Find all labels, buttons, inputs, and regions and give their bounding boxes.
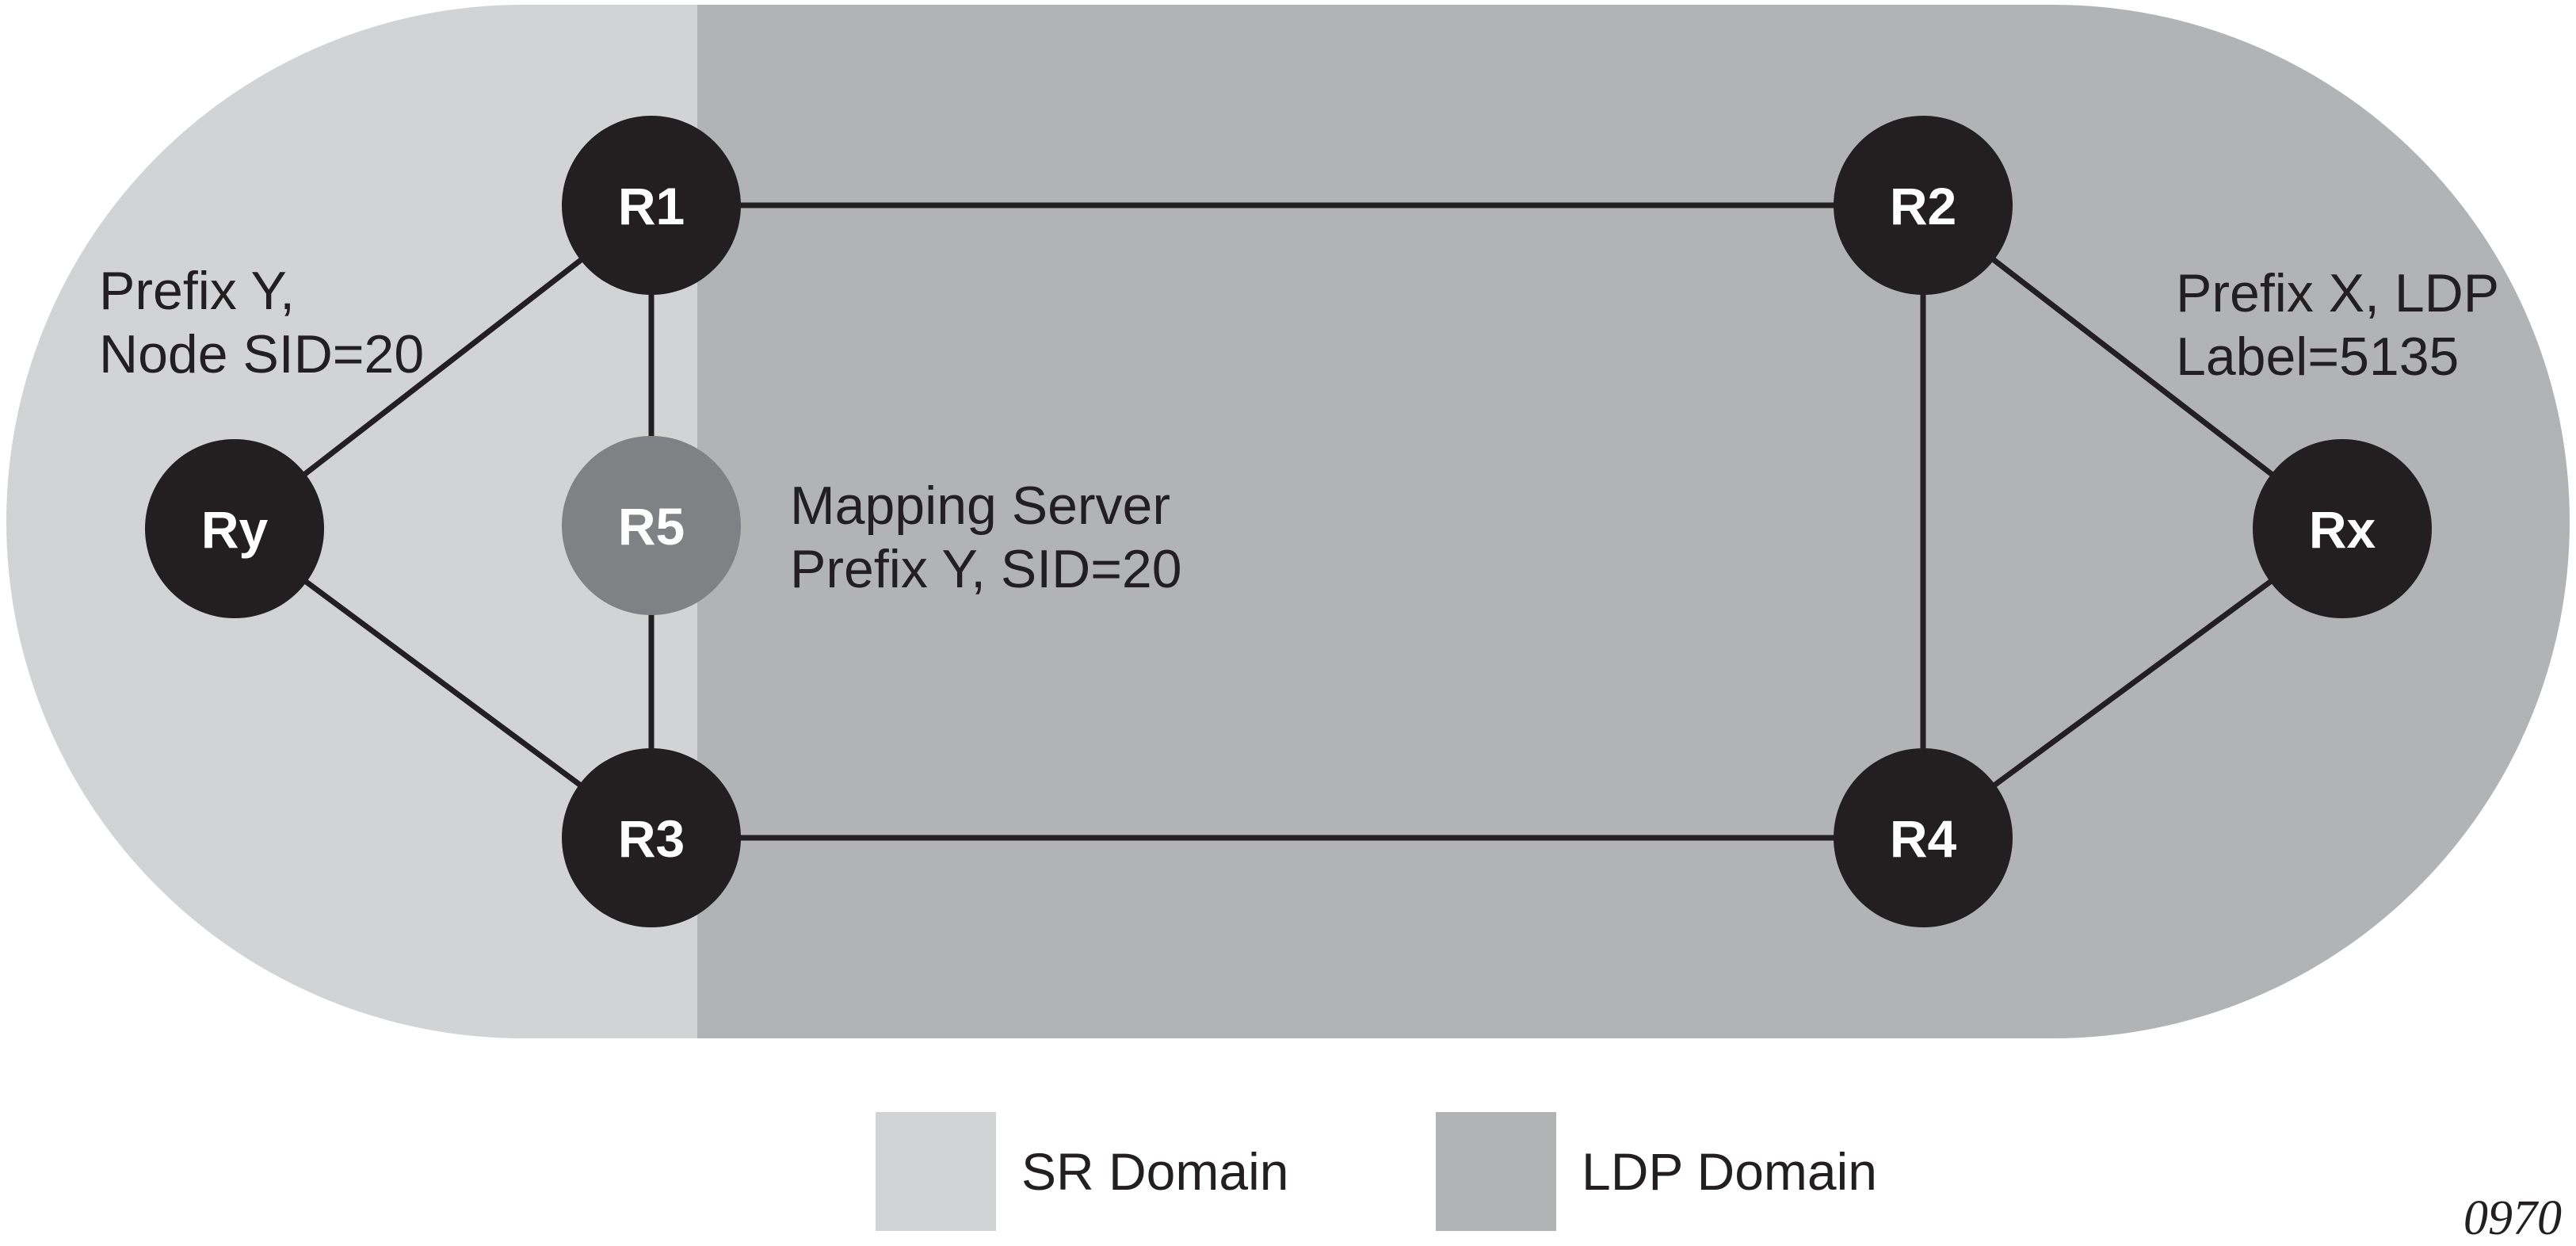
legend-item-ldp: LDP Domain <box>1436 1112 1877 1231</box>
node-circle-ry <box>145 439 324 618</box>
node-circle-r3 <box>562 748 741 927</box>
node-circle-rx <box>2253 439 2432 618</box>
prefix-x-annotation: Prefix X, LDP Label=5135 <box>2176 262 2499 388</box>
legend-item-sr: SR Domain <box>876 1112 1288 1231</box>
mapping-server-line2: Prefix Y, SID=20 <box>790 539 1182 599</box>
node-label-r5: R5 <box>618 497 685 556</box>
prefix-x-line2: Label=5135 <box>2176 327 2460 387</box>
mapping-server-annotation: Mapping Server Prefix Y, SID=20 <box>790 474 1182 601</box>
ldp-domain-legend-label: LDP Domain <box>1582 1142 1877 1201</box>
node-label-r2: R2 <box>1890 177 1956 235</box>
figure-number: 0970 <box>2463 1191 2562 1245</box>
node-r5: R5 <box>562 436 741 615</box>
sr-domain-swatch <box>876 1112 996 1231</box>
node-r1: R1 <box>562 116 741 295</box>
node-r3: R3 <box>562 748 741 927</box>
mapping-server-line1: Mapping Server <box>790 476 1171 536</box>
prefix-y-annotation: Prefix Y, Node SID=20 <box>99 259 424 386</box>
node-label-ry: Ry <box>201 500 269 559</box>
prefix-x-line1: Prefix X, LDP <box>2176 263 2500 323</box>
node-circle-r2 <box>1834 116 2013 295</box>
prefix-y-line2: Node SID=20 <box>99 324 425 384</box>
node-rx: Rx <box>2253 439 2432 618</box>
node-label-rx: Rx <box>2309 500 2376 559</box>
ldp-domain-swatch <box>1436 1112 1556 1231</box>
node-circle-r1 <box>562 116 741 295</box>
node-r4: R4 <box>1834 748 2013 927</box>
sr-domain-legend-label: SR Domain <box>1021 1142 1289 1201</box>
node-label-r3: R3 <box>618 809 685 868</box>
node-r2: R2 <box>1834 116 2013 295</box>
node-circle-r4 <box>1834 748 2013 927</box>
node-circle-r5 <box>562 436 741 615</box>
node-label-r4: R4 <box>1890 809 1957 868</box>
prefix-y-line1: Prefix Y, <box>99 261 295 321</box>
node-label-r1: R1 <box>618 177 685 235</box>
node-ry: Ry <box>145 439 324 618</box>
